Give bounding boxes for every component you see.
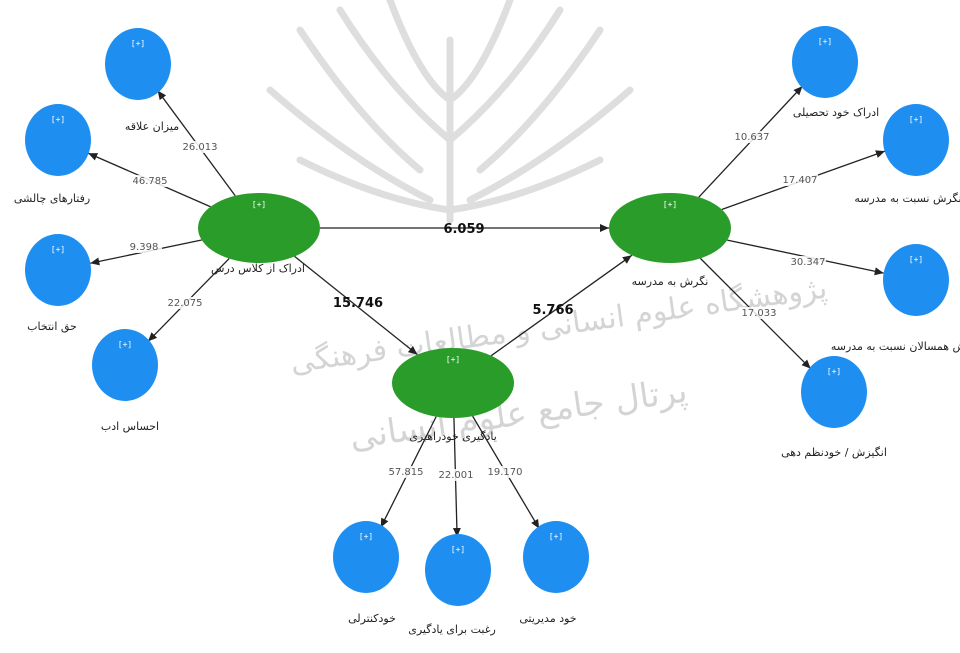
indicator-label-toschool: نگرش نسبت به مدرسه <box>854 192 960 205</box>
loading-politeness-label-bg <box>167 297 203 309</box>
indicator-node-desire[interactable] <box>425 534 491 606</box>
indicator-node-selfcontrol[interactable] <box>333 521 399 593</box>
loading-peers-label-bg <box>790 256 826 268</box>
path-selfreg-attitude-arrow <box>490 254 633 357</box>
indicator-node-toschool[interactable] <box>883 104 949 176</box>
indicator-label-interest: میزان علاقه <box>125 120 179 133</box>
construct-expand-attitude[interactable]: [+] <box>663 200 677 209</box>
indicator-label-peers: نگرش همسالان نسبت به مدرسه <box>831 340 960 353</box>
indicator-node-challenge[interactable] <box>25 104 91 176</box>
loading-choice-value: 9.398 <box>130 242 159 253</box>
indicator-expand-motivation[interactable]: [+] <box>827 367 841 376</box>
indicator-expand-challenge[interactable]: [+] <box>51 115 65 124</box>
loading-choice-label-bg <box>126 241 162 253</box>
construct-node-classroom[interactable] <box>198 193 320 263</box>
construct-expand-classroom[interactable]: [+] <box>252 200 266 209</box>
indicator-node-academic[interactable] <box>792 26 858 98</box>
construct-label-classroom: ادراک از کلاس درس <box>211 262 305 275</box>
path-classroom-selfreg-value: 15.746 <box>333 296 383 311</box>
indicator-expand-selfmanage[interactable]: [+] <box>549 532 563 541</box>
loading-desire-value: 22.001 <box>439 470 474 481</box>
path-classroom-attitude-value: 6.059 <box>443 222 484 237</box>
construct-expand-selfreg[interactable]: [+] <box>446 355 460 364</box>
indicator-label-politeness: احساس ادب <box>101 420 159 433</box>
loading-toschool-label-bg <box>782 174 818 186</box>
indicator-label-motivation: انگیزش / خودنظم دهی <box>781 446 887 459</box>
indicator-expand-choice[interactable]: [+] <box>51 245 65 254</box>
construct-node-attitude[interactable] <box>609 193 731 263</box>
loading-peers-value: 30.347 <box>791 257 826 268</box>
loading-desire-label-bg <box>438 469 474 481</box>
indicator-node-interest[interactable] <box>105 28 171 100</box>
indicator-expand-selfcontrol[interactable]: [+] <box>359 532 373 541</box>
indicator-node-selfmanage[interactable] <box>523 521 589 593</box>
loading-politeness-value: 22.075 <box>168 298 203 309</box>
indicator-expand-academic[interactable]: [+] <box>818 37 832 46</box>
construct-label-selfreg: یادگیری خودراهبری <box>409 430 497 443</box>
construct-node-selfreg[interactable] <box>392 348 514 418</box>
path-classroom-selfreg-arrow <box>294 255 418 356</box>
loading-interest-label-bg <box>182 141 218 153</box>
indicator-expand-toschool[interactable]: [+] <box>909 115 923 124</box>
loading-toschool-value: 17.407 <box>783 175 818 186</box>
indicator-label-challenge: رفتارهای چالشی <box>14 192 90 205</box>
loading-challenge-value: 46.785 <box>133 176 168 187</box>
indicator-label-desire: رغبت برای یادگیری <box>408 623 496 636</box>
indicator-expand-peers[interactable]: [+] <box>909 255 923 264</box>
loading-selfmanage-value: 19.170 <box>488 467 523 478</box>
loading-interest-value: 26.013 <box>183 142 218 153</box>
loading-challenge-label-bg <box>132 175 168 187</box>
indicator-label-selfcontrol: خودکنترلی <box>348 612 396 625</box>
indicator-label-selfmanage: خود مدیریتی <box>519 612 576 625</box>
indicator-node-motivation[interactable] <box>801 356 867 428</box>
loading-academic-label-bg <box>734 131 770 143</box>
indicator-node-peers[interactable] <box>883 244 949 316</box>
indicator-expand-interest[interactable]: [+] <box>131 39 145 48</box>
indicator-expand-politeness[interactable]: [+] <box>118 340 132 349</box>
loading-selfcontrol-label-bg <box>388 466 424 478</box>
loading-academic-value: 10.637 <box>735 132 770 143</box>
indicator-node-choice[interactable] <box>25 234 91 306</box>
path-selfreg-attitude-value: 5.766 <box>532 303 573 318</box>
loading-selfmanage-label-bg <box>487 466 523 478</box>
indicator-node-politeness[interactable] <box>92 329 158 401</box>
loading-motivation-label-bg <box>741 307 777 319</box>
indicator-label-academic: ادراک خود تحصیلی <box>793 106 879 119</box>
indicator-label-choice: حق انتخاب <box>27 320 77 334</box>
construct-label-attitude: نگرش به مدرسه <box>632 275 709 288</box>
indicator-expand-desire[interactable]: [+] <box>451 545 465 554</box>
loading-motivation-value: 17.033 <box>742 308 777 319</box>
loading-selfcontrol-value: 57.815 <box>389 467 424 478</box>
